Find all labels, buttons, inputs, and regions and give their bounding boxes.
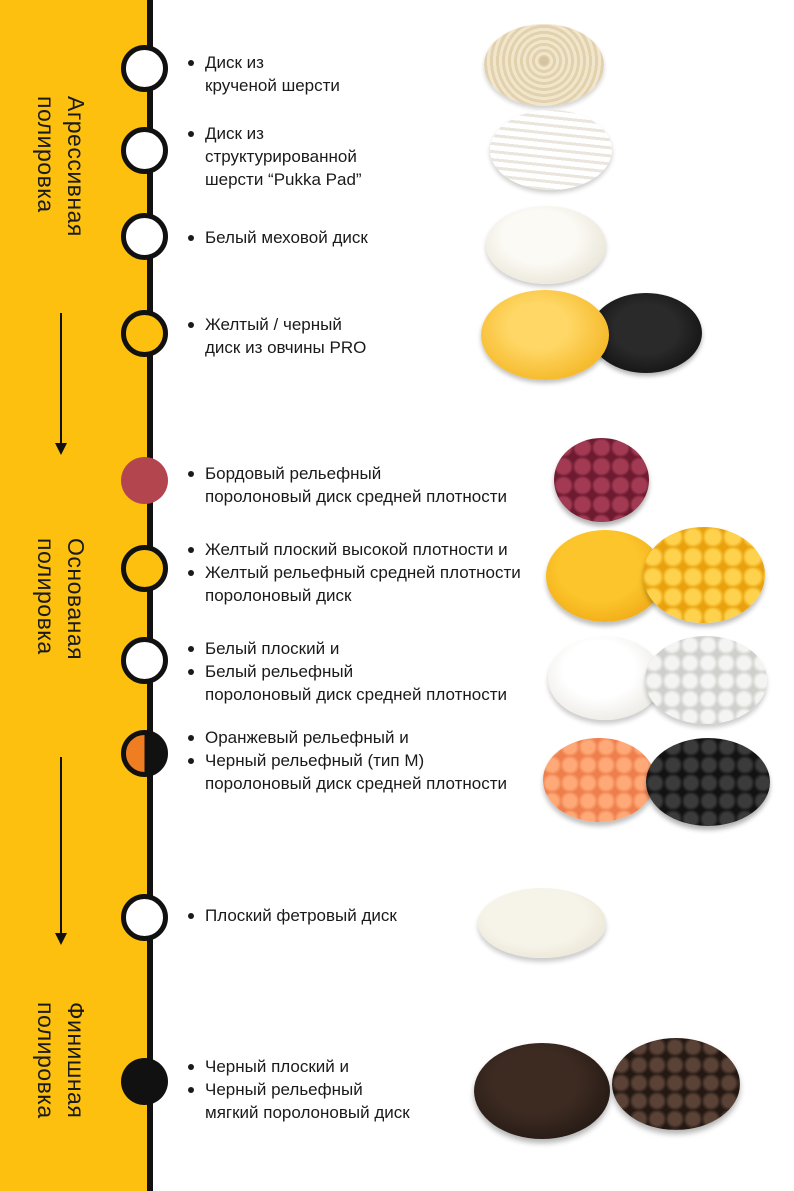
stage-label-aggressive: Агрессивная полировка [33,96,89,237]
timeline-line [147,0,153,1191]
twisted-wool-pad-image [484,24,604,106]
entry-line: поролоновый диск [205,586,352,605]
entry-line: поролоновый диск средней плотности [205,774,507,793]
entry-line: Плоский фетровый диск [186,904,397,927]
pukka-pad-image [490,110,612,190]
entry-line: диск из овчины PRO [205,338,367,357]
yellow-waffle-foam-pad-image [643,527,765,623]
stage-label-finish: Финишная полировка [33,1002,89,1119]
yellow-sheepskin-pad-image [481,290,609,380]
white-fur-pad-image [486,206,606,284]
entry-line: поролоновый диск средней плотности [205,685,507,704]
entry-line: Диск из [186,122,362,145]
entry-line: Черный плоский и [186,1055,410,1078]
entry-line: поролоновый диск средней плотности [205,487,507,506]
yellow-side-band [0,0,150,1191]
timeline-node-yellow [121,545,168,592]
entry-line: Черный рельефный [186,1078,410,1101]
stage-label-line: полировка [33,96,59,213]
stage-label-line: полировка [33,538,59,655]
stage-label-line: полировка [33,1002,59,1119]
black-flat-foam-pad-image [474,1043,610,1139]
pad-entry-orange-black-foam: Оранжевый рельефный и Черный рельефный (… [186,726,507,795]
felt-pad-image [478,888,606,958]
burgundy-foam-pad-image [554,438,649,522]
entry-line: Белый плоский и [186,637,507,660]
entry-line: Желтый рельефный средней плотности [186,561,521,584]
timeline-node-orange-black [121,730,168,777]
timeline-node-yellow [121,310,168,357]
timeline-node-white [121,213,168,260]
entry-line: Оранжевый рельефный и [186,726,507,749]
pad-entry-yellow-foam: Желтый плоский высокой плотности и Желты… [186,538,521,607]
pad-entry-sheepskin: Желтый / черный диск из овчины PRO [186,313,366,359]
entry-line: Желтый / черный [186,313,366,336]
pad-entry-black-foam: Черный плоский и Черный рельефный мягкий… [186,1055,410,1124]
white-flat-foam-pad-image [548,636,662,720]
orange-waffle-foam-pad-image [543,738,655,822]
entry-line: Белый меховой диск [186,226,368,249]
white-waffle-foam-pad-image [645,636,767,724]
timeline-node-white [121,127,168,174]
black-waffle-soft-foam-pad-image [612,1038,740,1130]
stage-label-line: Финишная [63,1002,89,1119]
stage-label-main: Основаная полировка [33,538,89,660]
entry-line: Черный рельефный (тип М) [186,749,507,772]
timeline-node-black [121,1058,168,1105]
down-arrow-icon [55,313,67,455]
entry-line: Диск из [186,51,340,74]
timeline-node-white [121,637,168,684]
pad-entry-white-foam: Белый плоский и Белый рельефный поролоно… [186,637,507,706]
entry-line: мягкий поролоновый диск [205,1103,410,1122]
stage-label-line: Основаная [63,538,89,661]
pad-entry-twisted-wool: Диск из крученой шерсти [186,51,340,97]
entry-line: крученой шерсти [205,76,340,95]
entry-line: Бордовый рельефный [186,462,507,485]
stage-label-line: Агрессивная [63,96,89,237]
timeline-node-white [121,894,168,941]
timeline-node-burgundy [121,457,168,504]
entry-line: структурированной [205,147,357,166]
down-arrow-icon [55,757,67,945]
entry-line: шерсти “Pukka Pad” [205,170,362,189]
pad-entry-pukka-pad: Диск из структурированной шерсти “Pukka … [186,122,362,191]
pad-entry-felt: Плоский фетровый диск [186,904,397,927]
entry-line: Белый рельефный [186,660,507,683]
black-waffle-foam-pad-image [646,738,770,826]
pad-entry-white-fur: Белый меховой диск [186,226,368,249]
timeline-node-white [121,45,168,92]
pad-entry-burgundy-foam: Бордовый рельефный поролоновый диск сред… [186,462,507,508]
entry-line: Желтый плоский высокой плотности и [186,538,521,561]
